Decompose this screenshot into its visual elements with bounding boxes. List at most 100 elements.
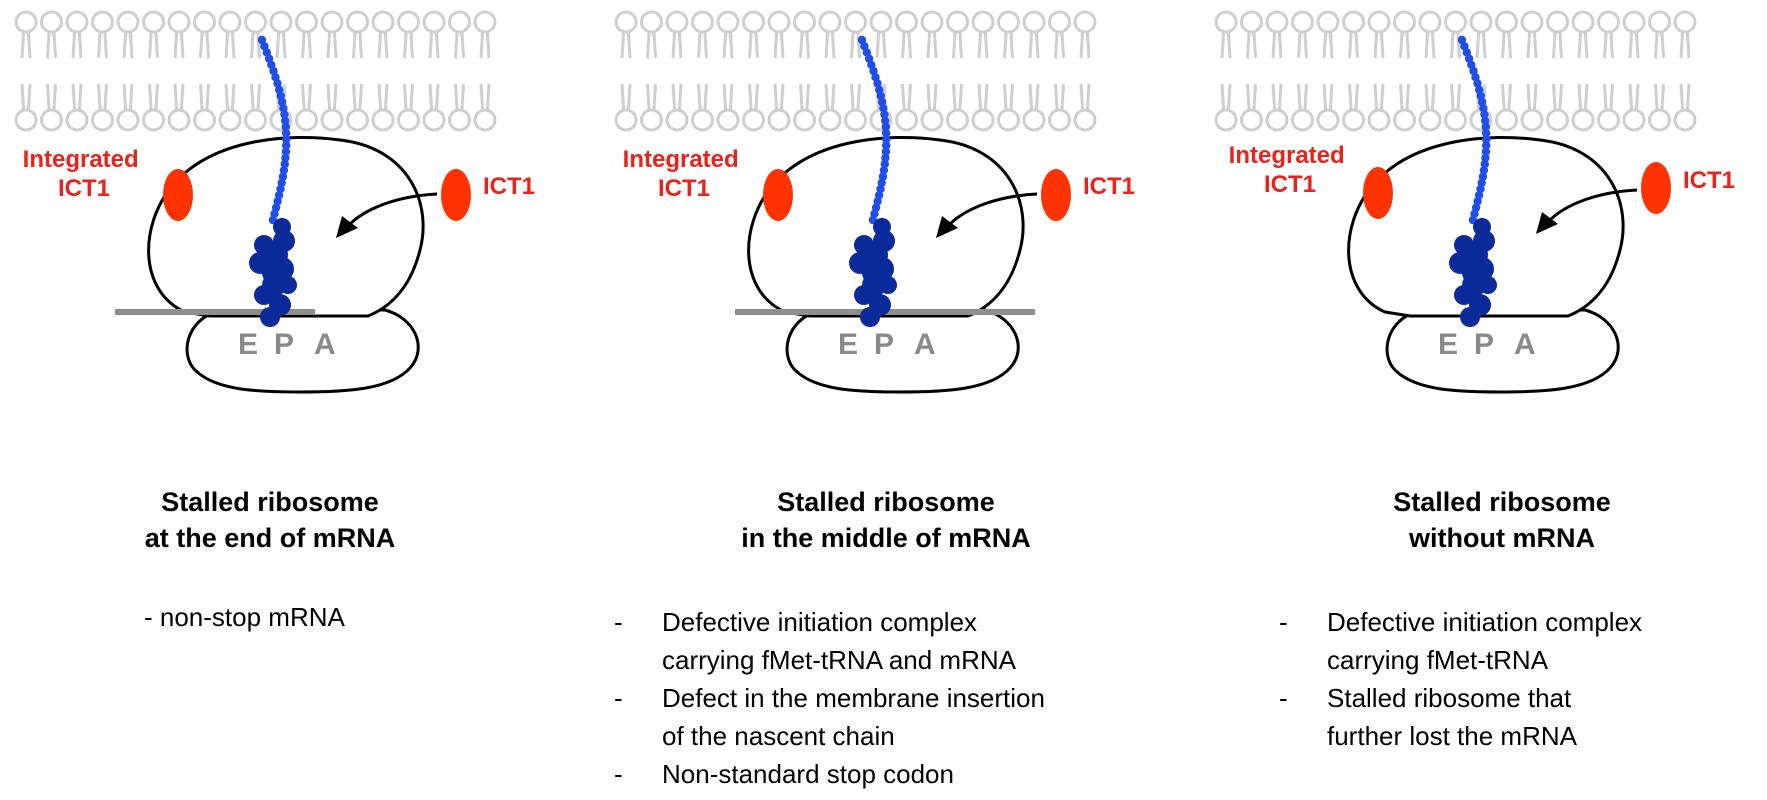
lipid-head (1546, 108, 1569, 132)
chain-bead (281, 128, 291, 138)
lipid-head (920, 108, 944, 132)
lipid-head (614, 10, 638, 34)
lipid-tail (326, 83, 332, 111)
lipid-tail (434, 31, 440, 59)
lipid-tail (1450, 83, 1455, 111)
lipid-tail (697, 83, 702, 111)
p-site-label: P (1474, 328, 1494, 361)
chain-bead (280, 110, 289, 119)
lipid-tail (97, 31, 102, 59)
chain-fold (1454, 235, 1474, 255)
lipid-tail (1609, 83, 1614, 111)
lipid-tail (403, 83, 408, 111)
lipid-tail (779, 83, 785, 111)
lipid-tail (1424, 31, 1430, 59)
chain-bead (882, 135, 891, 144)
lipid-tail (224, 31, 230, 59)
lipid-tail (122, 83, 128, 111)
lipid-tail (1252, 31, 1257, 59)
lipid-tail (824, 31, 830, 59)
lipid-head (448, 108, 471, 132)
lipid-tail (1009, 31, 1014, 59)
free-ict1-oval (1041, 169, 1071, 221)
lipid-tail (173, 31, 179, 59)
lipid-tail (1060, 83, 1065, 111)
arrow-head (936, 216, 958, 238)
lipid-head (691, 108, 714, 132)
chain-fold (879, 276, 897, 294)
free-ict1-oval (441, 169, 471, 221)
lipid-tail (671, 83, 677, 111)
lipid-tail (1430, 31, 1436, 59)
lipid-tail (409, 31, 414, 59)
lipid-head (665, 10, 689, 34)
lipid-head (895, 108, 918, 132)
lipid-tail (830, 31, 836, 59)
lipid-tail (901, 83, 906, 111)
lipid-tail (983, 83, 989, 111)
lipid-tail (52, 31, 57, 59)
lipid-tail (1277, 83, 1283, 111)
lipid-tail (1609, 31, 1614, 59)
lipid-tail (1373, 31, 1379, 59)
lipid-head (1571, 108, 1595, 132)
lipid-head (346, 108, 369, 132)
lipid-tail (103, 31, 108, 59)
lipid-tail (779, 31, 785, 59)
lipid-tail (1054, 31, 1059, 59)
chain-fold (1479, 276, 1497, 294)
lipid-head (920, 10, 944, 34)
lipid-tail (1028, 31, 1034, 59)
lipid-tail (332, 83, 338, 111)
lipid-tail (977, 83, 983, 111)
lipid-head (1648, 108, 1671, 132)
integrated-ict1-label: Integrated ICT1 (1229, 142, 1352, 198)
lipid-head (167, 108, 191, 132)
lipid-head (167, 10, 191, 34)
lipid-tail (1303, 83, 1308, 111)
lipid-tail (620, 83, 626, 111)
lipid-tail (352, 31, 357, 59)
panel-middle-of-mrna: E P A Integrated ICT1 ICT1 (623, 35, 1135, 394)
lipid-head (742, 108, 765, 132)
lipid-head (1495, 108, 1518, 132)
chain-bead (273, 79, 282, 88)
lipid-tail (52, 83, 57, 111)
lipid-head (971, 10, 995, 34)
nascent-polypeptide-chain (849, 35, 897, 327)
lipid-head (946, 10, 969, 34)
chain-bead (881, 147, 891, 156)
panel-without-mrna: E P A Integrated ICT1 ICT1 (1229, 35, 1735, 394)
chain-bead (282, 141, 291, 150)
lipid-head (1673, 10, 1697, 34)
lipid-tail (646, 83, 651, 111)
lipid-head (1022, 10, 1046, 34)
p-site-label: P (874, 328, 894, 361)
lipid-tail (1252, 83, 1257, 111)
ict1-label: ICT1 (1683, 167, 1735, 194)
lipid-head (14, 108, 38, 132)
arrow-head (1536, 212, 1558, 234)
lipid-head (1520, 10, 1544, 34)
lipid-head (1622, 108, 1646, 132)
lipid-tail (754, 31, 759, 59)
lipid-tail (875, 31, 881, 59)
p-site-label: P (274, 328, 294, 361)
lipid-tail (1328, 31, 1334, 59)
lipid-tail (1277, 31, 1283, 59)
chain-bead (281, 116, 290, 125)
lipid-tail (281, 31, 287, 59)
lipid-head (142, 108, 165, 132)
lipid-tail (205, 83, 210, 111)
lipid-head (716, 10, 740, 34)
lipid-tail (307, 31, 312, 59)
lipid-tail (46, 83, 51, 111)
chain-bead (873, 79, 882, 88)
lipid-tail (805, 83, 810, 111)
lipid-tail (20, 31, 26, 59)
lipid-tail (1226, 31, 1232, 59)
chain-bead (1473, 79, 1482, 88)
lipid-head (193, 10, 216, 34)
lipid-tail (958, 31, 963, 59)
lipid-tail (1028, 83, 1034, 111)
